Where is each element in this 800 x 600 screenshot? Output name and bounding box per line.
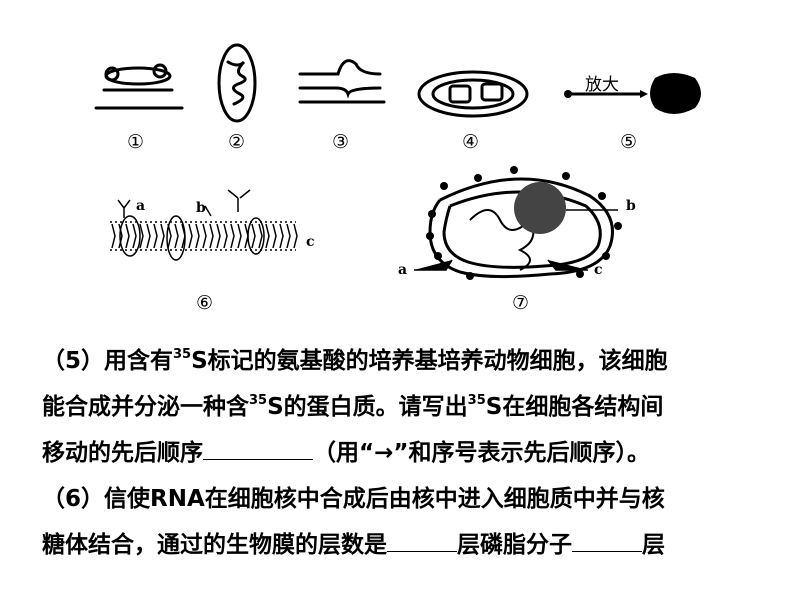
organelle-figure <box>94 43 701 280</box>
nucleus-letter-c: c <box>594 262 603 278</box>
q5-line1: （5）用含有35S标记的氨基酸的培养基培养动物细胞，该细胞 <box>42 347 668 374</box>
q6-answer-blank-2[interactable] <box>572 525 642 552</box>
nucleolus <box>514 182 566 234</box>
membrane-letter-c: c <box>306 234 315 250</box>
nucleus-letter-b: b <box>626 198 636 214</box>
ribosome-enlarged <box>650 73 701 114</box>
figure-label-5: ⑤ <box>620 131 638 153</box>
nucleus-pointer-lines <box>414 209 618 271</box>
q5-line3: 移动的先后顺序（用“→”和序号表示先后顺序）。 <box>42 430 650 476</box>
nuclear-pore-dots <box>426 166 622 280</box>
q6-line1: （6）信使RNA在细胞核中合成后由核中进入细胞质中并与核 <box>42 486 665 512</box>
q6-answer-blank-1[interactable] <box>387 525 457 552</box>
mitochondrion-drawing <box>217 43 257 123</box>
membrane-letter-b: b <box>196 200 206 216</box>
nucleus-letter-a: a <box>398 262 408 278</box>
q5-answer-blank[interactable] <box>203 433 313 460</box>
ribosome-dot <box>564 90 572 98</box>
membrane-letter-a: a <box>136 198 146 214</box>
q6-line2: 糖体结合，通过的生物膜的层数是层磷脂分子层 <box>42 522 665 568</box>
cell-membrane-drawing <box>110 189 298 261</box>
magnify-label: 放大 <box>585 75 619 95</box>
q5-line2: 能合成并分泌一种含35S的蛋白质。请写出35S在细胞各结构间 <box>42 393 664 420</box>
figure-label-3: ③ <box>332 131 350 153</box>
endoplasmic-reticulum-drawing <box>298 59 386 104</box>
figure-label-7: ⑦ <box>512 292 530 314</box>
golgi-apparatus-drawing <box>94 63 184 110</box>
figure-label-4: ④ <box>462 131 480 153</box>
figure-label-2: ② <box>228 131 246 153</box>
chloroplast-drawing <box>417 70 529 118</box>
figure-label-1: ① <box>127 131 145 153</box>
figure-label-6: ⑥ <box>196 292 214 314</box>
